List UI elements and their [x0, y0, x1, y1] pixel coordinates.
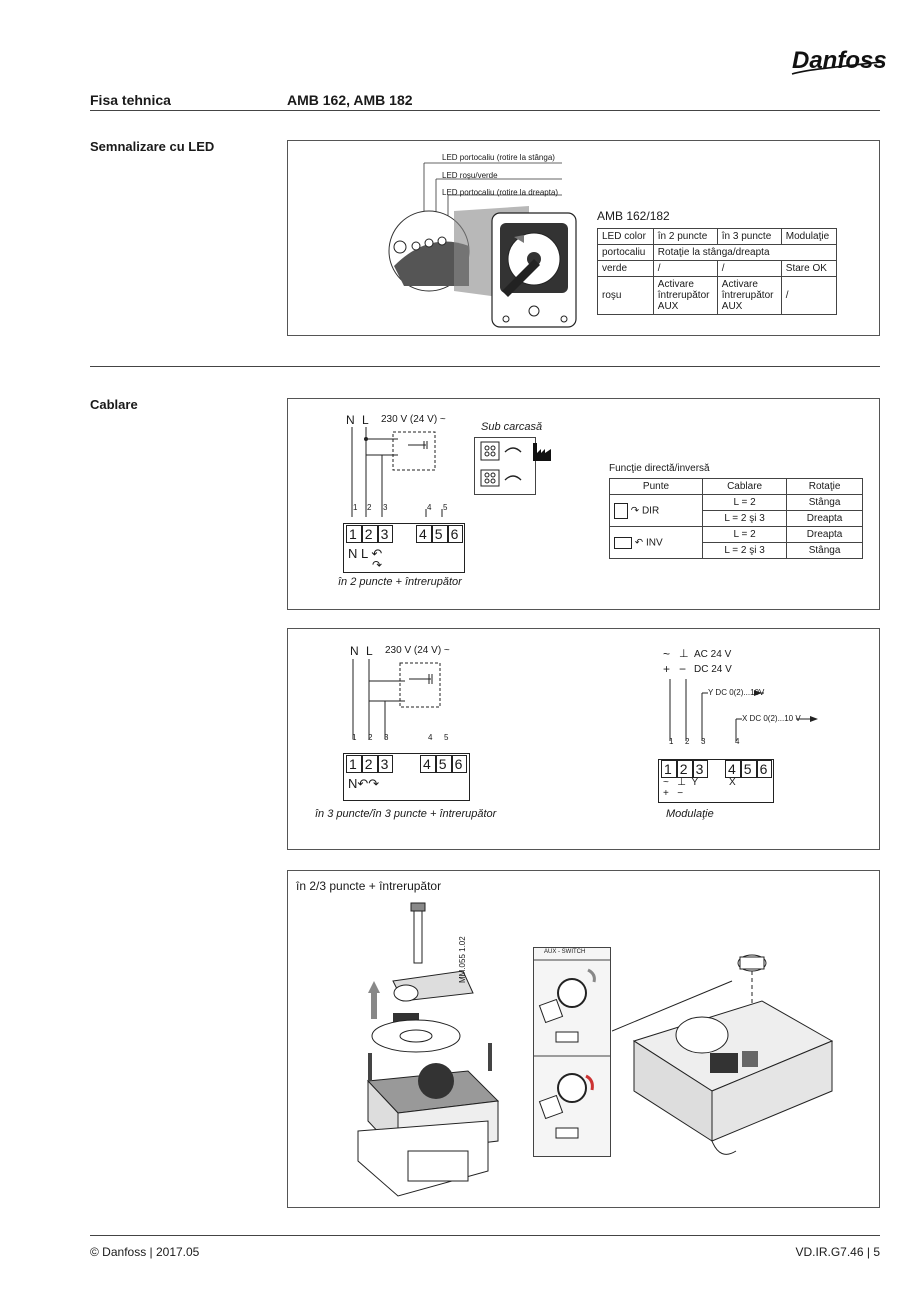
mod-term-4: 4: [735, 737, 740, 746]
cell-orange-rotation: Rotaţie la stânga/dreapta: [652, 244, 838, 261]
wiring-section-title: Cablare: [90, 397, 138, 412]
func-r3-c: L = 2: [701, 526, 788, 543]
led-section-title: Semnalizare cu LED: [90, 139, 215, 154]
term-small-3pt-3: 3: [384, 733, 389, 742]
term-small-3: 3: [383, 503, 388, 512]
cell-green-3: /: [716, 260, 782, 277]
func-r2-r: Dreapta: [786, 510, 863, 527]
wiring-diagram-2pt: [351, 427, 443, 517]
led-actuator-drawing: [388, 162, 577, 328]
header-rule: [90, 110, 880, 111]
footer-copyright: © Danfoss | 2017.05: [90, 1245, 200, 1259]
drawing-code: MM.055 1.02: [458, 936, 467, 983]
inv-cell: ↶ INV: [609, 526, 703, 559]
label-N: N: [346, 413, 355, 427]
term-small-3pt-1: 1: [352, 733, 357, 742]
footer-doc-ref: VD.IR.G7.46 | 5: [795, 1245, 881, 1259]
th-mod: Modulaţie: [780, 228, 838, 245]
install-title: în 2/3 puncte + întrerupător: [296, 879, 442, 893]
cell-green: verde: [597, 260, 654, 277]
sub-carcasa-label: Sub carcasă: [481, 421, 543, 433]
svg-text:Danfoss: Danfoss: [792, 47, 886, 74]
label-L: L: [362, 413, 369, 427]
doc-type: Fisa tehnica: [90, 92, 171, 108]
mod-term-2: 2: [685, 737, 690, 746]
caption-2pt: în 2 puncte + întrerupător: [338, 576, 462, 588]
term-small-2: 2: [367, 503, 372, 512]
led-table: LED color în 2 puncte în 3 puncte Modula…: [597, 228, 838, 315]
func-r4-c: L = 2 şi 3: [701, 542, 788, 559]
mod-term-1: 1: [669, 737, 674, 746]
aux-switch-label: AUX - SWITCH: [544, 949, 586, 955]
term-small-4: 4: [427, 503, 432, 512]
term-small-1: 1: [353, 503, 358, 512]
th-punte: Punte: [609, 478, 703, 495]
term-small-5: 5: [443, 503, 448, 512]
aux-switch-panel: AUX - SWITCH: [533, 947, 611, 1157]
th-led-color: LED color: [597, 228, 654, 245]
mod-dc: DC 24 V: [694, 664, 732, 675]
func-table: Punte Cablare Rotaţie ↷ DIR L = 2 Stânga…: [609, 478, 863, 559]
mod-x-label: X DC 0(2)...10 V: [742, 714, 801, 723]
func-r1-r: Stânga: [786, 494, 863, 511]
cell-green-4: Stare OK: [780, 260, 838, 277]
label-N-3pt: N: [350, 644, 359, 658]
func-r2-c: L = 2 şi 3: [701, 510, 788, 527]
install-panel: în 2/3 puncte + întrerupător MM.055 1.02…: [287, 870, 880, 1208]
caption-3pt: în 3 puncte/în 3 puncte + întrerupător: [315, 808, 497, 820]
danfoss-logo: Danfoss: [786, 40, 887, 80]
product-title: AMB 162, AMB 182: [287, 92, 413, 108]
mod-term-3: 3: [701, 737, 706, 746]
term-small-3pt-5: 5: [444, 733, 449, 742]
mod-wiring: [669, 679, 818, 741]
func-r3-r: Dreapta: [786, 526, 863, 543]
led-table-title: AMB 162/182: [597, 209, 670, 223]
caption-mod: Modulaţie: [666, 808, 714, 820]
mod-sym-perp: ⊥: [679, 648, 689, 660]
label-L-3pt: L: [366, 644, 373, 658]
footer-rule: [90, 1235, 880, 1236]
cell-green-2: /: [652, 260, 718, 277]
term-small-3pt-4: 4: [428, 733, 433, 742]
mod-sym-minus: −: [679, 662, 687, 676]
term-small-3pt-2: 2: [368, 733, 373, 742]
mod-sym-tilde: ~: [663, 647, 671, 661]
func-title: Funcţie directă/inversă: [609, 463, 710, 474]
th-cablare: Cablare: [701, 478, 788, 495]
callout-led-right: LED portocaliu (rotire la dreapta): [442, 188, 559, 197]
section-rule: [90, 366, 880, 367]
dir-cell: ↷ DIR: [609, 494, 703, 527]
cell-red-4: /: [780, 276, 838, 315]
mod-sym-plus: +: [663, 662, 671, 676]
cell-orange: portocaliu: [597, 244, 654, 261]
callout-led-left: LED portocaliu (rotire la stânga): [442, 153, 555, 162]
th-2pt: în 2 puncte: [652, 228, 718, 245]
factory-icon: [533, 443, 551, 461]
install-housing-drawing: [612, 954, 834, 1155]
cell-red: roşu: [597, 276, 654, 315]
callout-led-redgreen: LED roşu/verde: [442, 171, 498, 180]
install-exploded-drawing: [357, 902, 500, 1197]
func-r1-c: L = 2: [701, 494, 788, 511]
mod-y-label: Y DC 0(2)...10V: [708, 688, 765, 697]
th-3pt: în 3 puncte: [716, 228, 782, 245]
supply-label: 230 V (24 V) ~: [381, 414, 446, 425]
jumper-box: [474, 437, 536, 495]
supply-label-3pt: 230 V (24 V) ~: [385, 645, 450, 656]
func-r4-r: Stânga: [786, 542, 863, 559]
wiring-diagram-3pt: [352, 659, 441, 739]
th-rotatie: Rotaţie: [786, 478, 863, 495]
mod-ac: AC 24 V: [694, 649, 732, 660]
led-panel: LED portocaliu (rotire la stânga) LED ro…: [287, 140, 880, 336]
